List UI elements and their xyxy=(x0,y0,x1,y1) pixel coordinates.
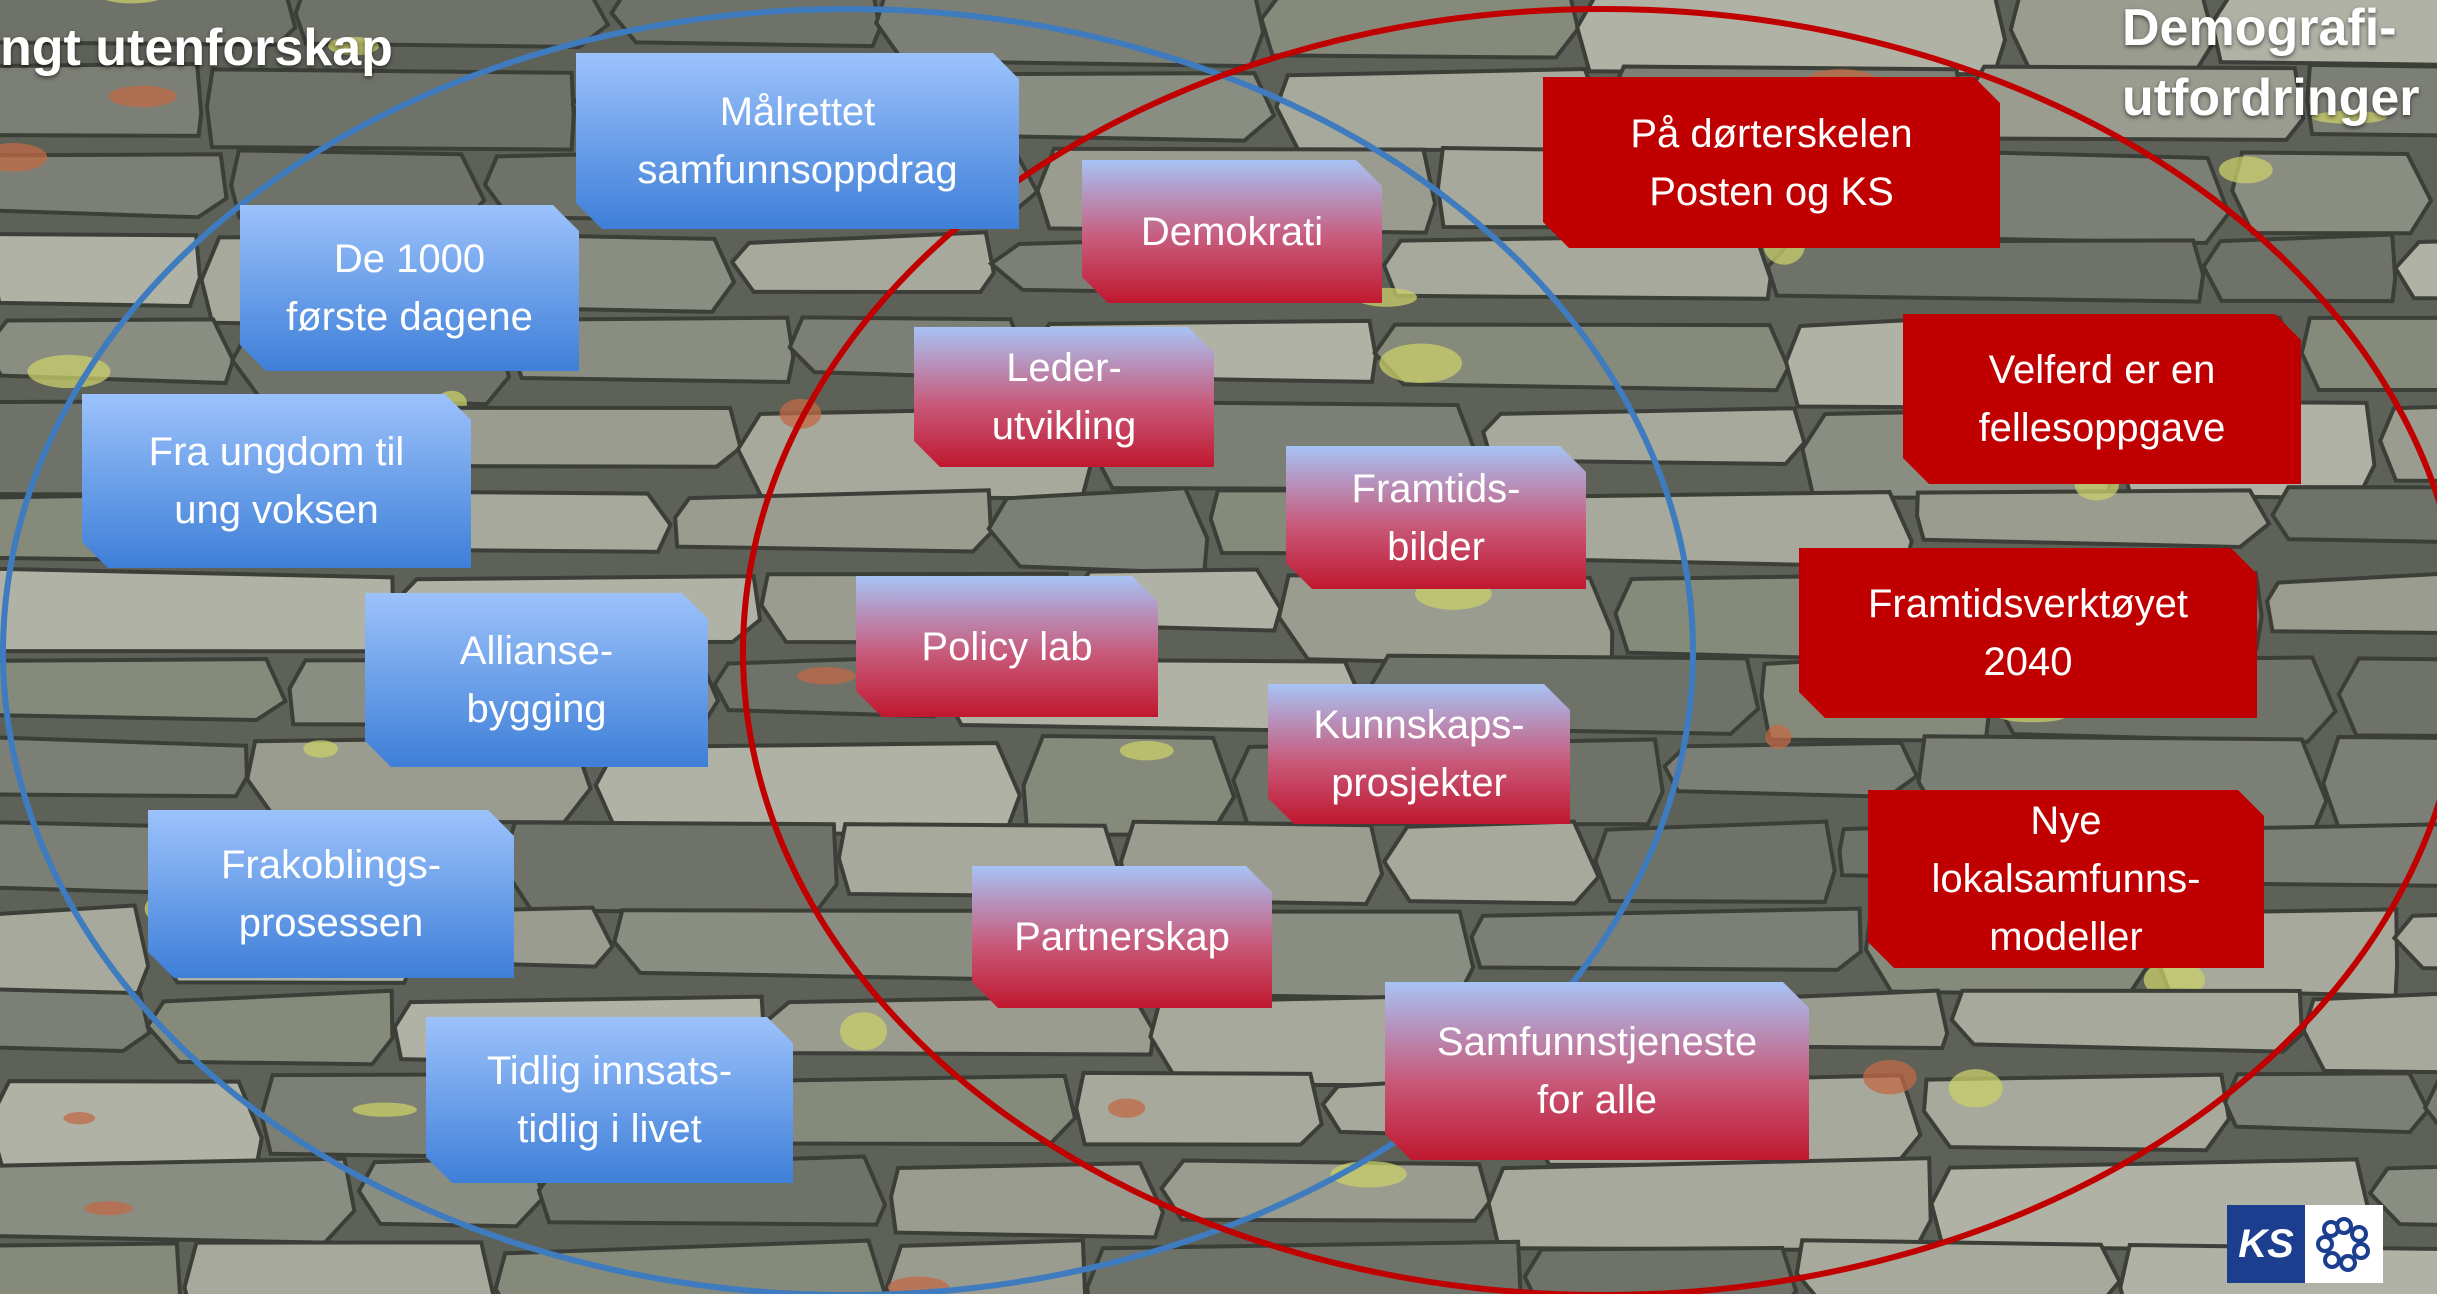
right-heading-line2: utfordringer xyxy=(2122,69,2420,127)
box-de-1000-forste-dagene: De 1000 første dagene xyxy=(240,205,579,371)
box-demokrati: Demokrati xyxy=(1082,160,1382,303)
box-lederutvikling: Leder- utvikling xyxy=(914,327,1214,467)
ks-logo-text: KS xyxy=(2227,1205,2305,1283)
box-framtidsverktoyet-2040: Framtidsverktøyet 2040 xyxy=(1799,548,2257,718)
box-tidlig-innsats: Tidlig innsats- tidlig i livet xyxy=(426,1017,793,1183)
box-pa-dorterskelen: På dørterskelen Posten og KS xyxy=(1543,77,2000,248)
box-samfunnstjeneste-for-alle: Samfunnstjeneste for alle xyxy=(1385,982,1809,1160)
box-framtidsbilder: Framtids- bilder xyxy=(1286,446,1586,589)
box-velferd-er-en-fellesoppgave: Velferd er en fellesoppgave xyxy=(1903,314,2301,484)
right-heading-line1: Demografi- xyxy=(2122,0,2397,57)
box-malrettet-samfunnsoppdrag: Målrettet samfunnsoppdrag xyxy=(576,53,1019,229)
box-policy-lab: Policy lab xyxy=(856,576,1158,717)
box-partnerskap: Partnerskap xyxy=(972,866,1272,1008)
box-frakoblingsprosessen: Frakoblings- prosessen xyxy=(148,810,514,978)
box-fra-ungdom-til-ung-voksen: Fra ungdom til ung voksen xyxy=(82,394,471,568)
left-heading: ngt utenforskap xyxy=(0,19,393,77)
box-kunnskapsprosjekter: Kunnskaps- prosjekter xyxy=(1268,684,1570,824)
box-alliansebygging: Allianse- bygging xyxy=(365,593,708,767)
ks-logo-ring-icon xyxy=(2305,1205,2383,1283)
box-nye-lokalsamfunnsmodeller: Nye lokalsamfunns- modeller xyxy=(1868,790,2264,968)
ks-logo: KS xyxy=(2227,1205,2385,1283)
